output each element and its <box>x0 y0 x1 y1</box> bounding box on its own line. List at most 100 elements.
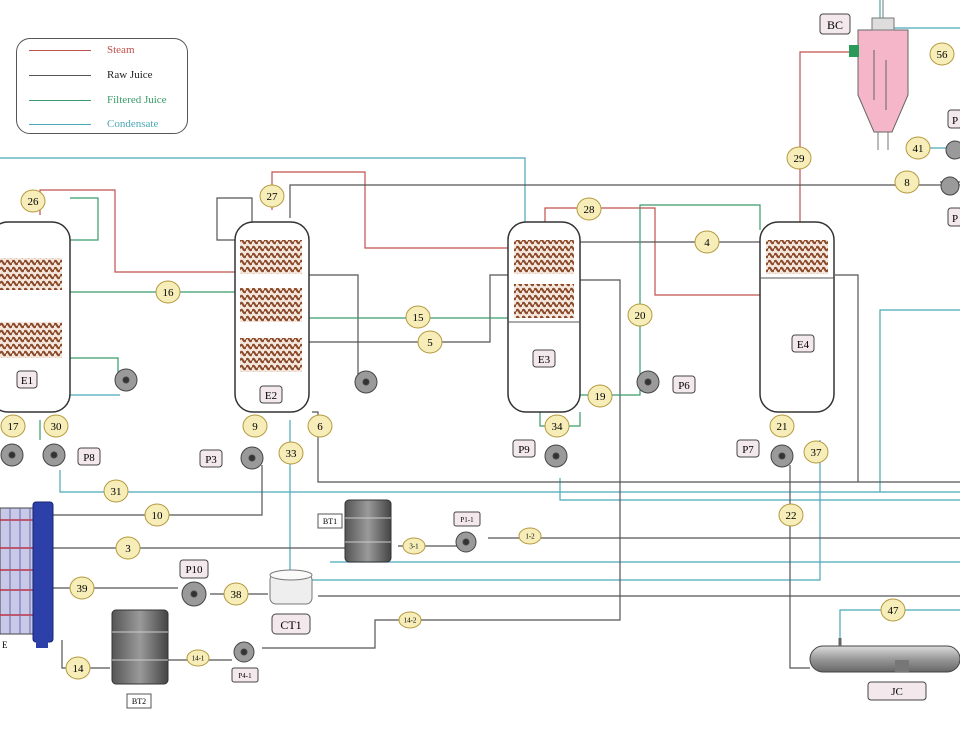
stream-tag: 19 <box>587 384 613 408</box>
legend-item-raw-juice: Raw Juice <box>25 67 185 85</box>
stream-tag-label: 47 <box>888 605 900 617</box>
raw-juice-line <box>61 640 110 669</box>
pump-label: P10 <box>185 564 203 576</box>
stream-tag: 5 <box>417 330 443 354</box>
heating-coil <box>0 322 62 358</box>
condensate-line <box>839 609 960 648</box>
stream-tag: 8 <box>894 170 920 194</box>
pump-label: P7 <box>742 444 754 456</box>
stream-tag-label: 21 <box>777 421 788 433</box>
stream-tag: 31 <box>103 479 129 503</box>
stream-tag: 41 <box>905 136 931 160</box>
raw-juice-line <box>308 274 512 343</box>
stream-tag: 22 <box>778 503 804 527</box>
evaporator-label: E2 <box>265 390 277 402</box>
stream-tag-label: 28 <box>584 204 596 216</box>
tank-label: BT2 <box>132 697 146 706</box>
stream-tag: 15 <box>405 305 431 329</box>
raw-juice-line <box>312 411 960 483</box>
stream-tag: 1-2 <box>518 527 542 545</box>
boiler-label: BC <box>827 18 843 32</box>
stream-tag-label: 4 <box>704 237 710 249</box>
stream-tag-label: 30 <box>51 421 63 433</box>
condensate-line <box>310 440 821 581</box>
stream-tag-label: 56 <box>937 49 949 61</box>
stream-tag: 20 <box>627 303 653 327</box>
pump <box>455 531 477 553</box>
pump-label: P8 <box>83 452 95 464</box>
stream-tag-label: 1-2 <box>525 533 535 541</box>
stream-tag-label: 16 <box>163 287 175 299</box>
pump <box>0 443 24 467</box>
stream-tag: 6 <box>307 414 333 438</box>
pump <box>114 368 138 392</box>
stream-tag: 39 <box>69 576 95 600</box>
legend-line <box>29 124 91 125</box>
stream-tag-label: 22 <box>786 510 797 522</box>
juice-heater-jc: JC <box>809 638 960 701</box>
pump-labels: P8 P3 P9 P7 P6 P10 P1-1 P4-1 P P <box>77 109 960 683</box>
stream-tag: 21 <box>769 414 795 438</box>
stream-tag-label: 37 <box>811 447 823 459</box>
stream-tag-label: 29 <box>794 153 806 165</box>
stream-tag-label: 20 <box>635 310 647 322</box>
raw-juice-line <box>835 274 859 482</box>
tank-bt2: BT2 <box>111 609 169 709</box>
stream-tag: 30 <box>43 414 69 438</box>
legend-line <box>29 100 91 101</box>
pump-label: P9 <box>518 444 530 456</box>
legend-item-condensate: Condensate <box>25 116 185 134</box>
pump <box>181 581 207 607</box>
condensate-line <box>559 478 960 501</box>
condensate-line <box>59 470 960 493</box>
stream-tag: 14 <box>65 656 91 680</box>
raw-juice-line <box>262 279 621 649</box>
stream-tag-label: 8 <box>904 177 910 189</box>
legend-line <box>29 75 91 76</box>
stream-tag-label: 31 <box>111 486 122 498</box>
pump-label: P <box>952 115 958 127</box>
stream-tag-label: 14-1 <box>192 655 205 663</box>
stream-tag: 10 <box>144 503 170 527</box>
stream-tag: 47 <box>880 598 906 622</box>
evaporator-e2: E2 <box>234 221 310 413</box>
heating-coil <box>766 240 828 274</box>
legend-label: Filtered Juice <box>107 94 167 106</box>
heating-coil <box>0 258 62 290</box>
heating-coil <box>514 284 574 318</box>
tank-ct1: CT1 <box>269 569 313 635</box>
stream-tag: 3-1 <box>402 537 426 555</box>
stream-tag-label: 9 <box>252 421 258 433</box>
stream-tag: 14-2 <box>398 611 422 629</box>
stream-tag: 38 <box>223 582 249 606</box>
pumps <box>0 140 960 663</box>
legend-label: Steam <box>107 44 135 56</box>
filtered-juice-line <box>70 357 119 378</box>
legend-label: Raw Juice <box>107 69 153 81</box>
evaporator-e1: E1 <box>0 221 71 413</box>
stream-tag-label: 3 <box>125 543 131 555</box>
stream-tag-label: 39 <box>77 583 89 595</box>
juice-heater-label: JC <box>891 686 903 698</box>
pump <box>770 444 794 468</box>
stream-tag-label: 15 <box>413 312 425 324</box>
stream-tag: 28 <box>576 197 602 221</box>
stream-tag: 17 <box>0 414 26 438</box>
legend: Steam Raw Juice Filtered Juice Condensat… <box>16 38 188 134</box>
steam-line <box>544 207 762 296</box>
pump <box>945 140 960 160</box>
stream-tag: 3 <box>115 536 141 560</box>
pump <box>42 443 66 467</box>
pump <box>636 370 660 394</box>
stream-tag: 34 <box>544 414 570 438</box>
stream-tag-label: 6 <box>317 421 323 433</box>
pump <box>240 446 264 470</box>
stream-tag: 4 <box>694 230 720 254</box>
heat-exchanger-label: E <box>2 640 8 650</box>
stream-tag-label: 3-1 <box>409 543 419 551</box>
filtered-juice-line <box>580 204 761 396</box>
stream-tag: 56 <box>929 42 955 66</box>
stream-tag: 16 <box>155 280 181 304</box>
